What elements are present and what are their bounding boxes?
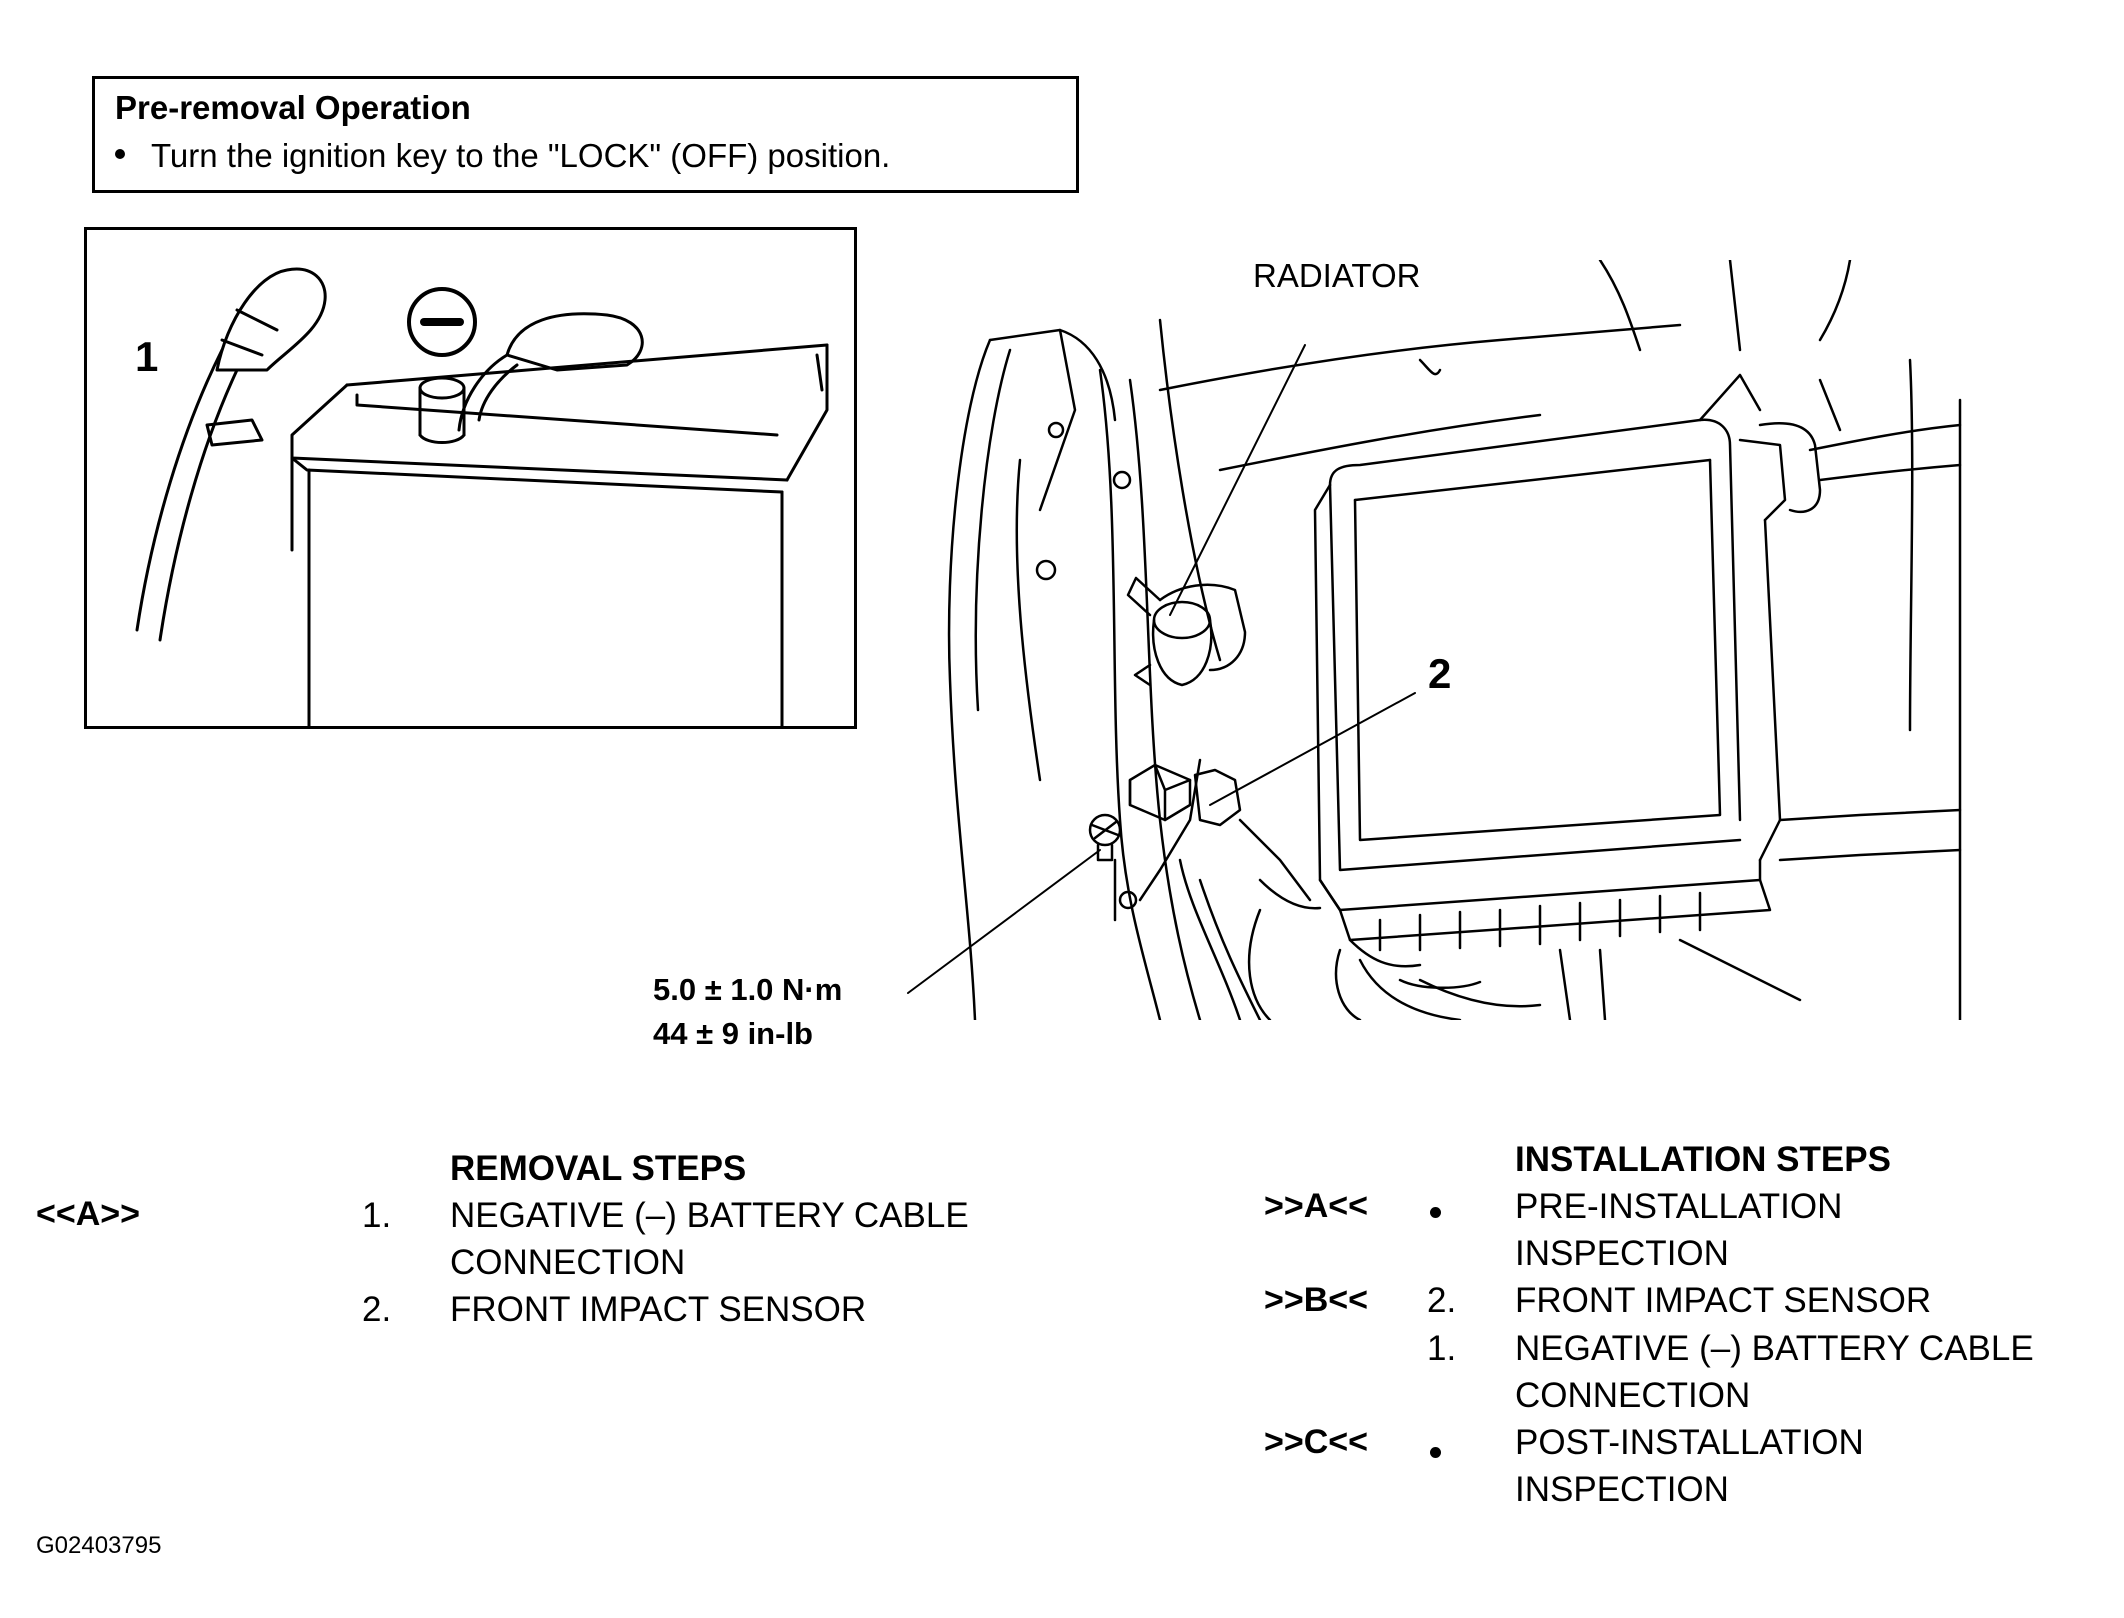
bullet-dot [115,149,125,160]
pre-removal-box: Pre-removal Operation Turn the ignition … [92,76,1079,193]
callout-1: 1 [135,333,159,380]
pre-removal-bullet: Turn the ignition key to the "LOCK" (OFF… [115,137,890,175]
installation-step-1-line2: INSPECTION [1515,1234,1729,1273]
torque-inlb: 44 ± 9 in-lb [653,1016,813,1051]
removal-heading: REMOVAL STEPS [450,1149,747,1188]
torque-nm: 5.0 ± 1.0 N·m [653,972,843,1007]
pre-removal-title: Pre-removal Operation [115,89,471,126]
pre-removal-bullet-text: Turn the ignition key to the "LOCK" (OFF… [151,137,891,174]
removal-step-1-line1: NEGATIVE (–) BATTERY CABLE [450,1196,969,1235]
installation-step-2-num: 2. [1427,1281,1457,1320]
installation-bullet-2 [1430,1447,1441,1458]
figure-id: G02403795 [36,1532,162,1559]
installation-step-3-line2: CONNECTION [1515,1376,1751,1415]
engine-compartment-illustration [907,260,1962,1020]
removal-step-1-num: 1. [362,1196,392,1235]
removal-step-1-line2: CONNECTION [450,1243,686,1282]
callout-2: 2 [1428,650,1452,697]
installation-code-b: >>B<< [1264,1281,1368,1319]
installation-bullet-1 [1430,1207,1441,1218]
installation-step-3-line1: NEGATIVE (–) BATTERY CABLE [1515,1329,2034,1368]
battery-figure: 1 [84,227,857,729]
installation-heading: INSTALLATION STEPS [1515,1140,1891,1179]
removal-code-a: <<A>> [36,1195,140,1233]
installation-step-3-num: 1. [1427,1329,1457,1368]
removal-step-2-line1: FRONT IMPACT SENSOR [450,1290,867,1329]
installation-code-a: >>A<< [1264,1187,1368,1225]
installation-step-4-line2: INSPECTION [1515,1470,1729,1509]
installation-step-4-line1: POST-INSTALLATION [1515,1423,1864,1462]
battery-illustration [135,267,829,726]
removal-step-2-num: 2. [362,1290,392,1329]
installation-step-1-line1: PRE-INSTALLATION [1515,1187,1843,1226]
radiator-label: RADIATOR [1253,257,1421,294]
installation-code-c: >>C<< [1264,1423,1368,1461]
installation-step-2-line1: FRONT IMPACT SENSOR [1515,1281,1932,1320]
